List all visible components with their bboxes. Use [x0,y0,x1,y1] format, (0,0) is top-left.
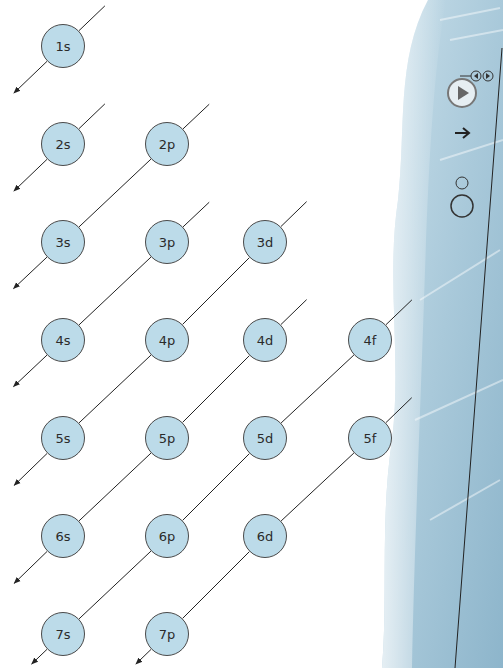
orbital-circle: 7s [41,612,85,656]
orbital-circle: 3p [145,220,189,264]
diagonal-arrow [14,257,47,289]
orbital-label: 5s [55,431,70,446]
diagonal-tail [79,6,105,31]
orbital-label: 6p [159,529,176,544]
orbital-circle: 1s [41,24,85,68]
orbital-circle: 4s [41,318,85,362]
panel-streaks [415,8,503,520]
orbital-circle: 5f [348,416,392,460]
orbital-label: 5d [257,431,274,446]
filling-order-line [183,356,250,423]
orbital-label: 7p [159,627,176,642]
orbital-circle: 4d [243,318,287,362]
panel-fade [382,0,446,668]
orbital-circle: 3d [243,220,287,264]
filling-order-line [79,551,151,619]
orbital-circle: 6p [145,514,189,558]
orbital-label: 4p [159,333,176,348]
diagonal-arrow [14,159,47,191]
orbital-label: 5f [364,431,377,446]
orbital-circle: 2p [145,122,189,166]
diagonal-arrow [14,551,47,583]
filling-order-line [281,453,354,521]
orbital-circle: 6d [243,514,287,558]
orbital-label: 3d [257,235,274,250]
panel-rule [455,48,502,668]
orbital-circle: 5d [243,416,287,460]
orbital-label: 4d [257,333,274,348]
diagonal-tail [386,300,412,325]
orbital-label: 4f [364,333,377,348]
filling-order-line [183,454,250,521]
orbital-label: 2p [159,137,176,152]
diagonal-arrow [14,453,47,485]
orbital-label: 5p [159,431,176,446]
diagonal-tail [183,104,209,129]
diagonal-arrow [14,355,47,387]
orbital-circle: 5p [145,416,189,460]
orbital-label: 7s [55,627,70,642]
orbital-label: 1s [55,39,70,54]
panel-icons [448,71,493,217]
diagonal-tail [183,202,209,227]
filling-order-line [183,552,250,619]
filling-order-line [79,257,151,325]
diagonal-arrow [14,61,47,93]
orbital-label: 6s [55,529,70,544]
orbital-circle: 4p [145,318,189,362]
diagonal-arrow [136,649,151,664]
filling-order-line [183,258,250,325]
orbital-label: 6d [257,529,274,544]
orbital-label: 3s [55,235,70,250]
blue-panel [382,0,503,668]
filling-order-line [79,159,151,227]
filling-order-line [281,355,354,423]
orbital-label: 2s [55,137,70,152]
diagonal-tail [281,202,307,227]
diagonal-tail [281,300,307,325]
orbital-circle: 5s [41,416,85,460]
orbital-circle: 3s [41,220,85,264]
orbital-circle: 2s [41,122,85,166]
diagonal-tail [386,398,412,423]
orbital-circle: 4f [348,318,392,362]
diagonal-tail [79,104,105,129]
orbital-circle: 7p [145,612,189,656]
diagonal-arrow [32,649,47,664]
orbital-label: 4s [55,333,70,348]
filling-order-line [79,453,151,521]
orbital-circle: 6s [41,514,85,558]
orbital-label: 3p [159,235,176,250]
filling-order-line [79,355,151,423]
